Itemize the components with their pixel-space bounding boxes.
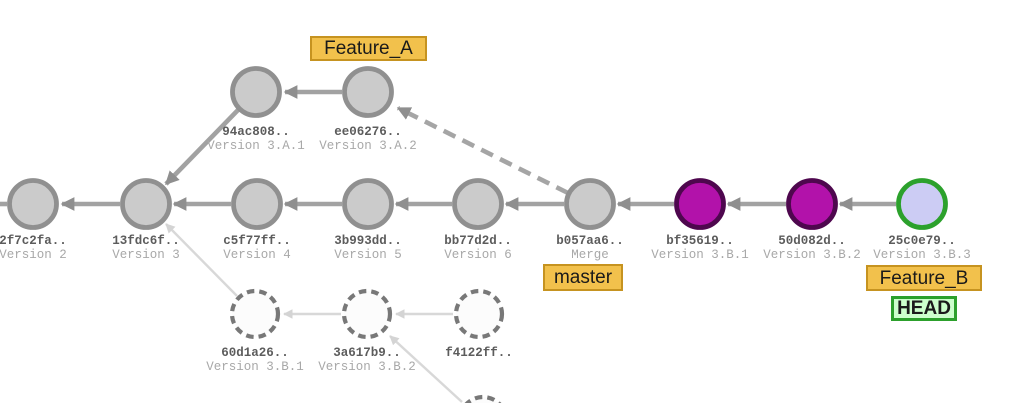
branch-label-text: Feature_A <box>324 38 413 59</box>
branch-label-text: master <box>553 267 613 288</box>
edge-bottom-ghost-to-3a617b9 <box>389 335 463 403</box>
commit-node-b057aa6[interactable] <box>564 178 616 230</box>
branch-label-feature-b[interactable]: Feature_B <box>866 265 982 291</box>
head-label[interactable]: HEAD <box>891 296 957 321</box>
edge-b057aa6-to-ee06276-merge <box>396 105 570 196</box>
commit-node-50d082d[interactable] <box>786 178 838 230</box>
branch-label-text: Feature_B <box>879 267 969 289</box>
commit-node-bf35619[interactable] <box>674 178 726 230</box>
ghost-commit-3a617b9 <box>341 288 393 340</box>
ghost-commit-f4122ff <box>453 288 505 340</box>
head-label-text: HEAD <box>897 298 951 319</box>
commit-node-13fdc6f[interactable] <box>120 178 172 230</box>
commit-node-3b993dd[interactable] <box>342 178 394 230</box>
commit-node-ee06276[interactable] <box>342 66 394 118</box>
commit-node-bb77d2d[interactable] <box>452 178 504 230</box>
commit-node-25c0e79-head[interactable] <box>896 178 948 230</box>
commit-node-2f7c2fa[interactable] <box>7 178 59 230</box>
edge-60d1a26-to-13fdc6f <box>165 223 238 297</box>
ghost-commit-60d1a26 <box>229 288 281 340</box>
branch-label-master[interactable]: master <box>543 264 623 291</box>
ghost-commit-partial-bottom <box>464 394 502 403</box>
branch-label-feature-a[interactable]: Feature_A <box>310 36 427 61</box>
commit-node-94ac808[interactable] <box>230 66 282 118</box>
commit-node-c5f77ff[interactable] <box>231 178 283 230</box>
edge-94ac808-to-13fdc6f <box>164 108 240 186</box>
